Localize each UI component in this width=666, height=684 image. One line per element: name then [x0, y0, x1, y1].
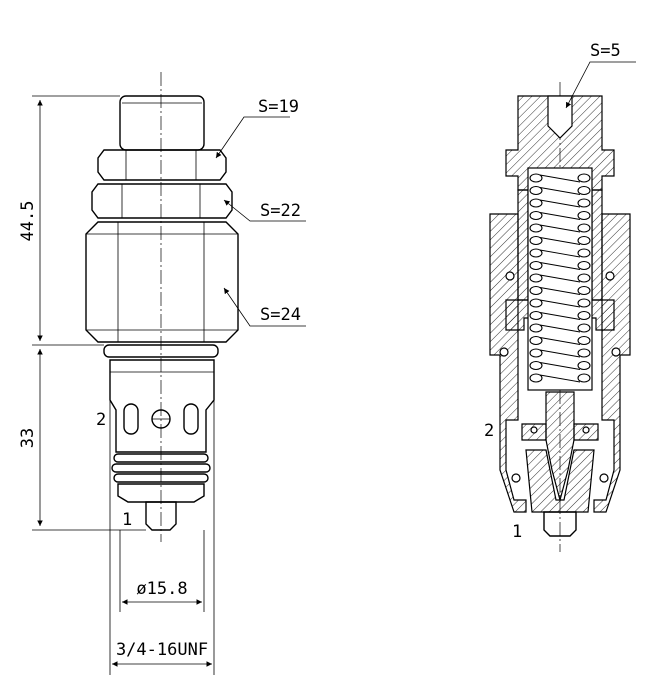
spring-coil	[577, 360, 591, 371]
spring-wire	[539, 224, 581, 233]
hex-nut-s22	[91, 183, 233, 219]
top-cap	[119, 95, 205, 151]
section-view: /* coils drawn below */ S=5 2 1	[484, 41, 636, 552]
spring-coil	[529, 285, 543, 296]
spring-coil	[577, 285, 591, 296]
spring-coil	[577, 323, 591, 333]
spring-coil	[529, 223, 543, 233]
spring-coil	[577, 260, 591, 271]
spring-coil	[577, 223, 591, 233]
spring-coil	[577, 185, 591, 196]
spring-coil	[529, 248, 543, 258]
section-tip	[543, 511, 577, 537]
seal-grooves	[111, 453, 211, 503]
label-s19: S=19	[258, 97, 299, 117]
spring-coil	[529, 298, 543, 308]
spring-coil	[529, 198, 543, 208]
housing-left-wall	[489, 213, 527, 513]
dim-height-top: 44.5	[18, 201, 38, 242]
spring-wire	[539, 324, 581, 333]
spring-coil	[577, 235, 591, 246]
spring-wire	[539, 349, 581, 358]
spring-coil	[529, 185, 543, 196]
spring-coil	[577, 373, 591, 383]
leader-s5	[565, 61, 636, 109]
spring-coil	[577, 198, 591, 208]
spring-coil	[529, 348, 543, 358]
housing-right-wall	[593, 213, 631, 513]
spring-coil	[577, 173, 591, 183]
spring-coil	[529, 373, 543, 383]
spring-wire	[539, 362, 581, 370]
port-label-2-left: 2	[96, 410, 106, 430]
nose-tip	[145, 501, 177, 531]
spring-coil	[577, 310, 591, 321]
spring-wire	[539, 274, 581, 283]
spring-wire	[539, 262, 581, 270]
spring-coil	[577, 335, 591, 346]
dim-height-bottom: 33	[18, 428, 38, 448]
spring-wire	[539, 199, 581, 208]
spring-coil	[529, 260, 543, 271]
dim-thread: 3/4-16UNF	[116, 640, 208, 660]
port-label-1-right: 1	[512, 522, 522, 542]
spring-coil	[577, 210, 591, 221]
spring-coil	[529, 235, 543, 246]
neck-ring	[103, 344, 219, 358]
label-s5: S=5	[590, 41, 621, 61]
spring-coil	[577, 273, 591, 283]
exterior-view: 44.5 33 ø15.8 3/4-16UNF S=19 S=22 S=24 2…	[18, 72, 306, 675]
spring-coil	[577, 348, 591, 358]
spring-wire	[539, 374, 581, 383]
spring-wire	[539, 212, 581, 220]
spring-wire	[539, 174, 581, 183]
spring-wire	[539, 287, 581, 295]
label-s22: S=22	[260, 201, 301, 221]
spring-coil	[529, 173, 543, 183]
spring-coil	[529, 335, 543, 346]
spring-wire	[539, 237, 581, 245]
spring-coil	[529, 273, 543, 283]
spring-wire	[539, 337, 581, 345]
o-rings	[499, 271, 621, 483]
dim-diameter: ø15.8	[136, 579, 187, 599]
spring-coil	[529, 310, 543, 321]
hex-body-s24	[85, 221, 239, 343]
port-label-2-right: 2	[484, 421, 494, 441]
spring-coil	[529, 360, 543, 371]
spring-coil	[577, 248, 591, 258]
hex-nut-s19	[97, 149, 227, 181]
spring-coil	[529, 210, 543, 221]
spring-coil	[577, 298, 591, 308]
spring-wire	[539, 187, 581, 195]
spring-wire	[539, 312, 581, 320]
spring-wire	[539, 299, 581, 308]
poppet	[545, 391, 575, 503]
spring-wire	[539, 249, 581, 258]
leader-s22	[223, 199, 306, 222]
leader-s24	[223, 287, 306, 327]
cartridge-body	[109, 359, 215, 453]
label-s24: S=24	[260, 305, 301, 325]
port-label-1-left: 1	[122, 510, 132, 530]
leader-s19	[215, 116, 290, 159]
spring-coil	[529, 323, 543, 333]
